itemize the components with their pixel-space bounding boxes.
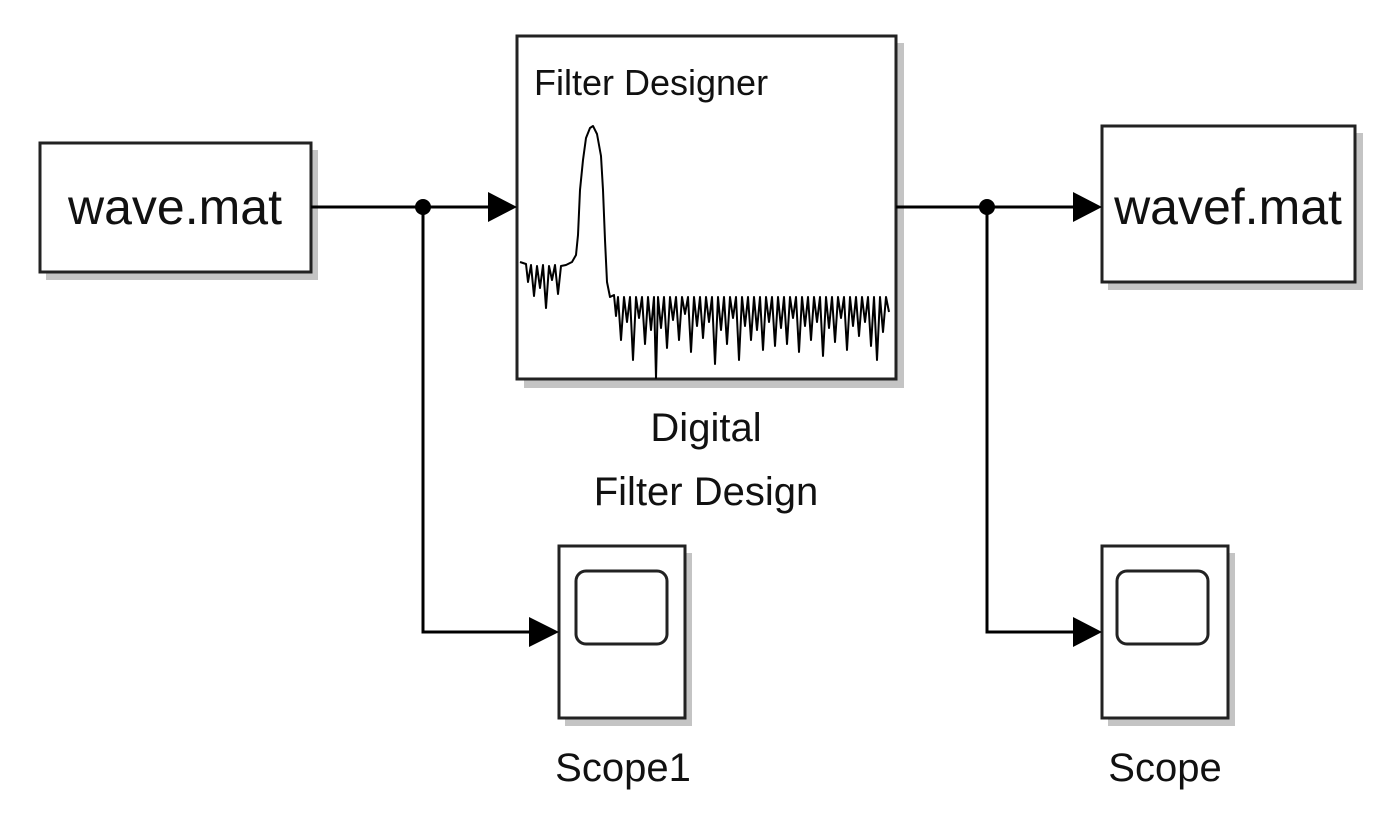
arrow-head-icon: [529, 617, 559, 647]
scope1-block[interactable]: [557, 544, 692, 726]
scope-screen-icon: [1115, 569, 1210, 646]
filter-block-name-line2: Filter Design: [594, 470, 819, 514]
wave-mat-label: wave.mat: [67, 179, 282, 235]
signal-filter-to-wavef[interactable]: [896, 192, 1102, 222]
branch-point-input: [415, 199, 431, 215]
scope1-screen-icon: [574, 569, 669, 646]
scope1-name: Scope1: [555, 746, 691, 790]
digital-filter-design-block[interactable]: Filter Designer: [515, 34, 904, 388]
wave-mat-block[interactable]: wave.mat: [38, 141, 318, 280]
branch-point-output: [979, 199, 995, 215]
signal-wave-to-scope1[interactable]: [421, 207, 559, 647]
filter-designer-title: Filter Designer: [534, 62, 768, 103]
signal-filter-to-scope[interactable]: [985, 207, 1102, 647]
arrow-head-icon: [1073, 617, 1102, 647]
filter-response-icon: [519, 125, 890, 379]
arrow-head-icon: [488, 192, 517, 222]
scope-name: Scope: [1108, 746, 1221, 790]
wavef-mat-block[interactable]: wavef.mat: [1100, 124, 1363, 290]
signal-wave-to-filter[interactable]: [311, 192, 517, 222]
arrow-head-icon: [1073, 192, 1102, 222]
scope-block[interactable]: [1100, 544, 1235, 726]
filter-block-name-line1: Digital: [650, 406, 761, 450]
wavef-mat-label: wavef.mat: [1113, 179, 1342, 235]
